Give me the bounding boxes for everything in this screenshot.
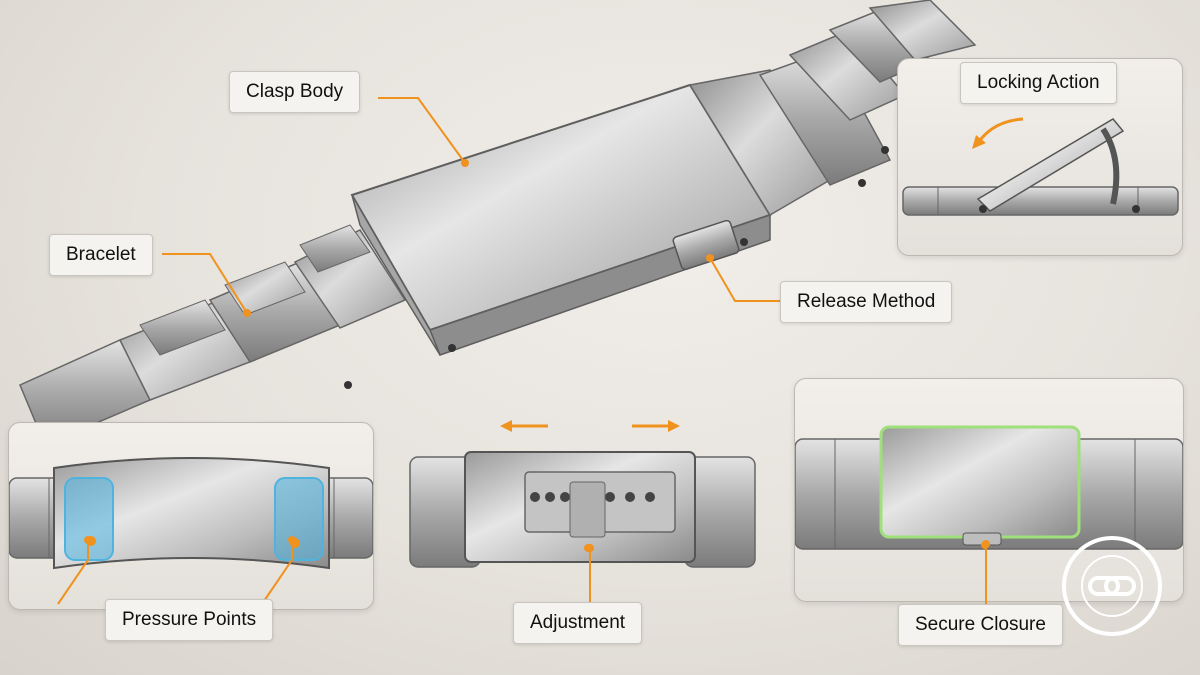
pressure-points-label: Pressure Points <box>105 599 274 641</box>
adjustment-label: Adjustment <box>513 602 643 644</box>
secure-closure-label: Secure Closure <box>898 604 1063 646</box>
adjustment-illustration <box>409 451 756 568</box>
pressure-points-illustration <box>9 457 373 570</box>
locking-action-illustration <box>902 118 1179 216</box>
bracelet-right-links <box>688 0 977 217</box>
secure-closure-panel <box>794 378 1184 602</box>
pressure-points-panel <box>8 422 374 610</box>
locking-action-label: Locking Action <box>960 62 1117 104</box>
release-method-label: Release Method <box>780 281 953 323</box>
bracelet-label: Bracelet <box>49 234 153 276</box>
closure-highlight-shape <box>879 425 1081 539</box>
chain-link-logo-icon <box>1062 536 1162 636</box>
left-pressure-point-shape <box>64 477 114 561</box>
arrow-left-icon <box>500 420 548 432</box>
right-pressure-point-shape <box>274 477 324 561</box>
clasp-body-shape <box>350 83 772 356</box>
secure-closure-illustration <box>795 425 1183 550</box>
curved-arrow-icon <box>972 117 1024 149</box>
clasp-body-label: Clasp Body <box>229 71 361 113</box>
arrow-right-icon <box>632 420 680 432</box>
